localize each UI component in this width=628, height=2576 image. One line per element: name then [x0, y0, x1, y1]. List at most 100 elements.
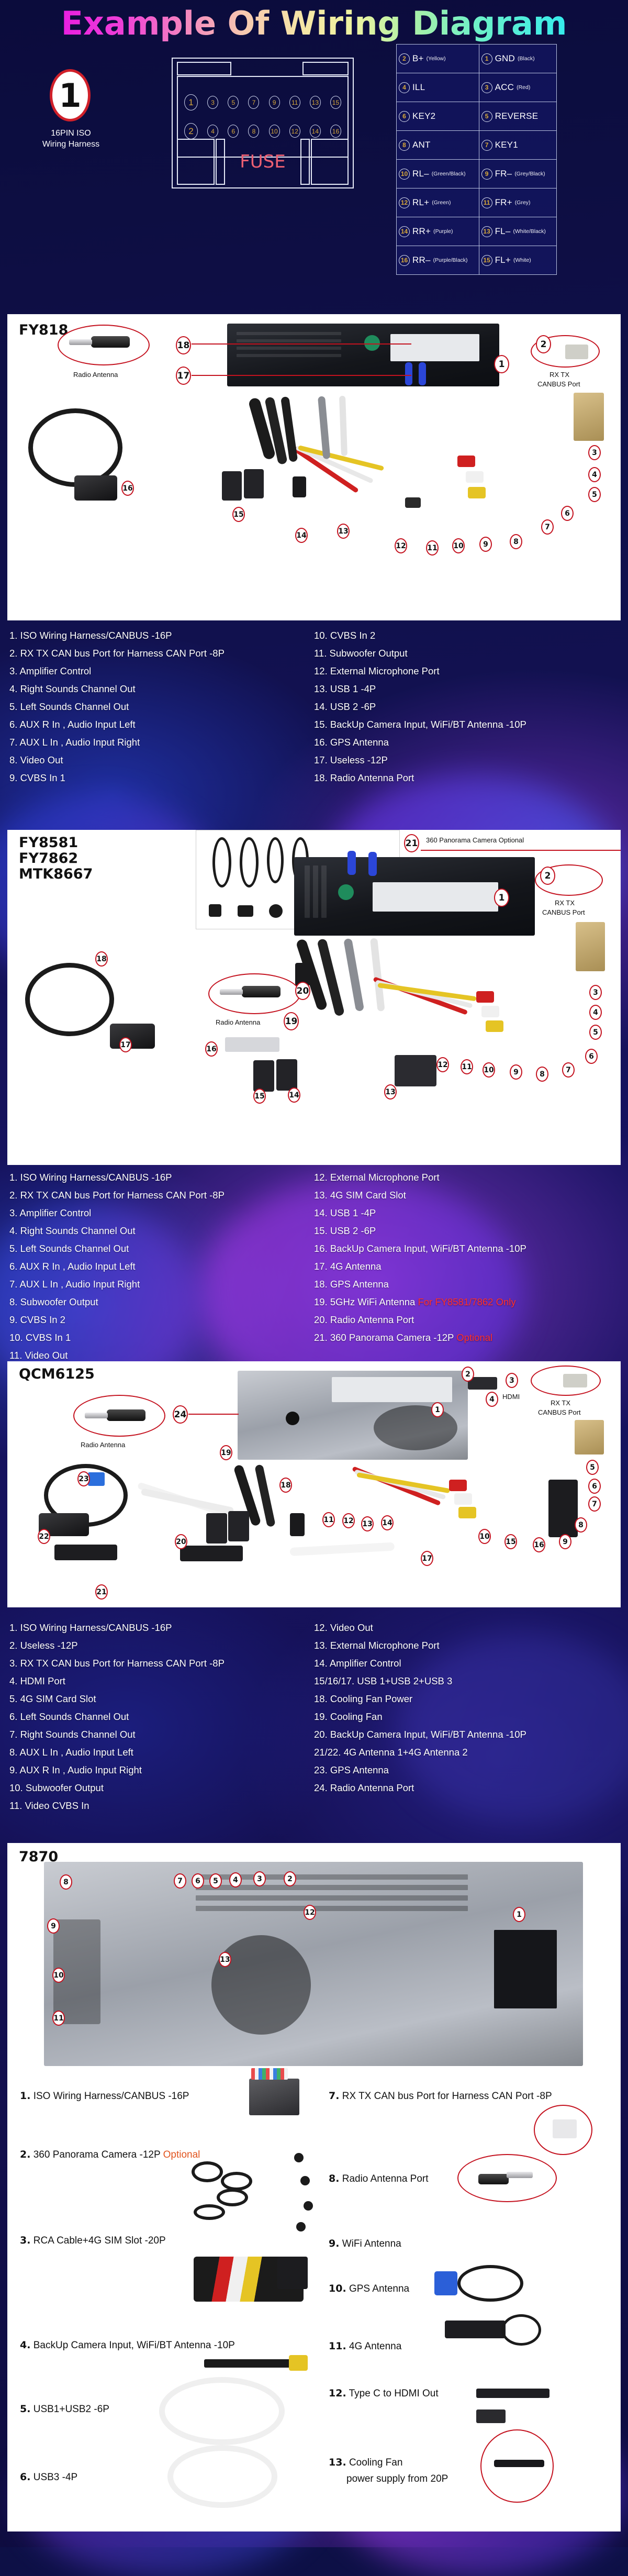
- radio-antenna-connector-fy818: [91, 336, 130, 348]
- harness-caption-line1: 16PIN ISO: [51, 129, 91, 138]
- hdmi-label-qcm: HDMI: [502, 1393, 520, 1401]
- pin-wire-color-16: (Purple/Black): [433, 257, 468, 263]
- callout-11-fy8581: 11: [461, 1059, 473, 1074]
- connector-pin-14: 14: [309, 125, 321, 138]
- legend-item-fy8581: 17. 4G Antenna: [314, 1261, 623, 1272]
- callout-15-fy818: 15: [232, 507, 245, 522]
- legend-item-fy818: 14. USB 2 -6P: [314, 701, 376, 712]
- model-label-fy8581-line1: FY8581: [19, 835, 78, 851]
- item-1-7870: 1. ISO Wiring Harness/CANBUS -16P: [20, 2090, 189, 2102]
- callout-9-fy818: 9: [479, 537, 492, 552]
- callout-18-qcm: 18: [279, 1478, 292, 1493]
- connector-tab-right: [302, 62, 349, 75]
- legend-item-fy8581: 8. Subwoofer Output: [9, 1296, 98, 1307]
- pin-wire-color-3: (Red): [517, 84, 531, 91]
- rca-red-tip: [476, 991, 494, 1003]
- sim-tray-fy8581: [225, 1037, 279, 1052]
- callout-7-fy8581: 7: [562, 1062, 575, 1078]
- legend-item-fy8581-text: 19. 5GHz WiFi Antenna: [314, 1296, 418, 1307]
- callout-9-fy8581: 9: [510, 1064, 522, 1080]
- legend-item-qcm6125: 14. Amplifier Control: [314, 1658, 401, 1669]
- wire-grey-bundle: [343, 938, 365, 1012]
- callout-21-qcm: 21: [95, 1584, 108, 1600]
- legend-item-fy8581-text: 14. USB 1 -4P: [314, 1207, 376, 1218]
- usb-cable-photo-7870: [159, 2377, 285, 2445]
- item-8-text: Radio Antenna Port: [342, 2173, 429, 2184]
- callout-4-fy8581: 4: [589, 1005, 602, 1020]
- legend-item-qcm6125: 15/16/17. USB 1+USB 2+USB 3: [314, 1675, 453, 1686]
- unit-vent: [237, 339, 341, 342]
- pin-wire-color-11: (Grey): [514, 199, 531, 206]
- lead-18-fy818: [192, 343, 411, 345]
- callout-16-qcm: 16: [533, 1537, 545, 1552]
- pin-wire-color-2: (Yellow): [426, 55, 446, 62]
- callout-21-fy8581: 21: [404, 834, 419, 852]
- pin-signal-15: FL+: [495, 255, 511, 265]
- item-7-7870: 7. RX TX CAN bus Port for Harness CAN Po…: [329, 2090, 552, 2102]
- callout-19-qcm: 19: [220, 1445, 232, 1460]
- item-10-num: 10.: [329, 2283, 346, 2294]
- unit-vent: [313, 865, 318, 918]
- connector-fuse-area: FUSE: [177, 139, 349, 185]
- connector-pin-12: 12: [289, 125, 300, 138]
- radio-antenna-label-fy8581: Radio Antenna: [216, 1018, 261, 1026]
- legend-item-fy818: 10. CVBS In 2: [314, 630, 376, 641]
- legend-item-fy8581: 5. Left Sounds Channel Out: [9, 1243, 129, 1254]
- item-9-text: WiFi Antenna: [342, 2238, 401, 2249]
- pin-signal-8: ANT: [412, 140, 431, 150]
- pin-number-11: 11: [481, 197, 492, 208]
- pin-number-2: 2: [399, 53, 410, 64]
- legend-item-fy818: 17. Useless -12P: [314, 754, 388, 765]
- cooling-fan-wire-7870: [494, 2460, 544, 2467]
- callout-11-7870: 11: [52, 2011, 65, 2026]
- callout-7-qcm: 7: [588, 1496, 601, 1512]
- cooling-fan-grille: [211, 1935, 311, 2035]
- callout-4-qcm: 4: [486, 1392, 498, 1407]
- pin-wire-color-15: (White): [513, 257, 531, 263]
- legend-item-fy818: 4. Right Sounds Channel Out: [9, 683, 136, 694]
- rca-red-tip-qcm: [449, 1480, 467, 1491]
- radio-antenna-label-fy818: Radio Antenna: [73, 371, 118, 379]
- callout-18-fy818: 18: [176, 336, 191, 354]
- canbus-box-qcm: [575, 1420, 604, 1454]
- callout-3-fy818: 3: [588, 445, 601, 460]
- callout-5-qcm: 5: [586, 1460, 599, 1475]
- pin-number-5: 5: [481, 110, 492, 122]
- subwoofer-tip: [405, 497, 421, 508]
- pin-signal-3: ACC: [495, 82, 514, 92]
- legend-item-fy8581: 2. RX TX CAN bus Port for Harness CAN Po…: [9, 1190, 225, 1201]
- pin-number-10: 10: [399, 168, 410, 180]
- connector-tab-left: [177, 62, 231, 75]
- callout-1-fy818: 1: [494, 355, 509, 373]
- lead-21-fy8581: [421, 850, 621, 851]
- usb-plug-2-fy818: [244, 469, 264, 498]
- callout-8-fy818: 8: [510, 534, 522, 549]
- callout-11-fy818: 11: [426, 540, 439, 556]
- radio-antenna-label-qcm: Radio Antenna: [81, 1441, 126, 1449]
- legend-item-qcm6125: 18. Cooling Fan Power: [314, 1693, 413, 1704]
- connector-pin-8: 8: [248, 125, 260, 138]
- pin-number-9: 9: [481, 168, 492, 180]
- connector-pin-7: 7: [248, 96, 260, 109]
- callout-20-fy8581: 20: [295, 982, 310, 1000]
- usb3-cable-photo-7870: [167, 2445, 277, 2508]
- callout-18-fy8581: 18: [95, 951, 108, 967]
- radio-antenna-pin-qcm: [85, 1413, 108, 1418]
- unit-vent: [237, 332, 341, 335]
- fuse-slot-left-a: [177, 139, 215, 185]
- legend-item-fy8581: 14. USB 1 -4P: [314, 1208, 623, 1218]
- connector-pin-1: 1: [184, 94, 198, 110]
- page-title: Example Of Wiring Diagram: [0, 3, 628, 46]
- legend-item-fy8581: 16. BackUp Camera Input, WiFi/BT Antenna…: [314, 1243, 623, 1254]
